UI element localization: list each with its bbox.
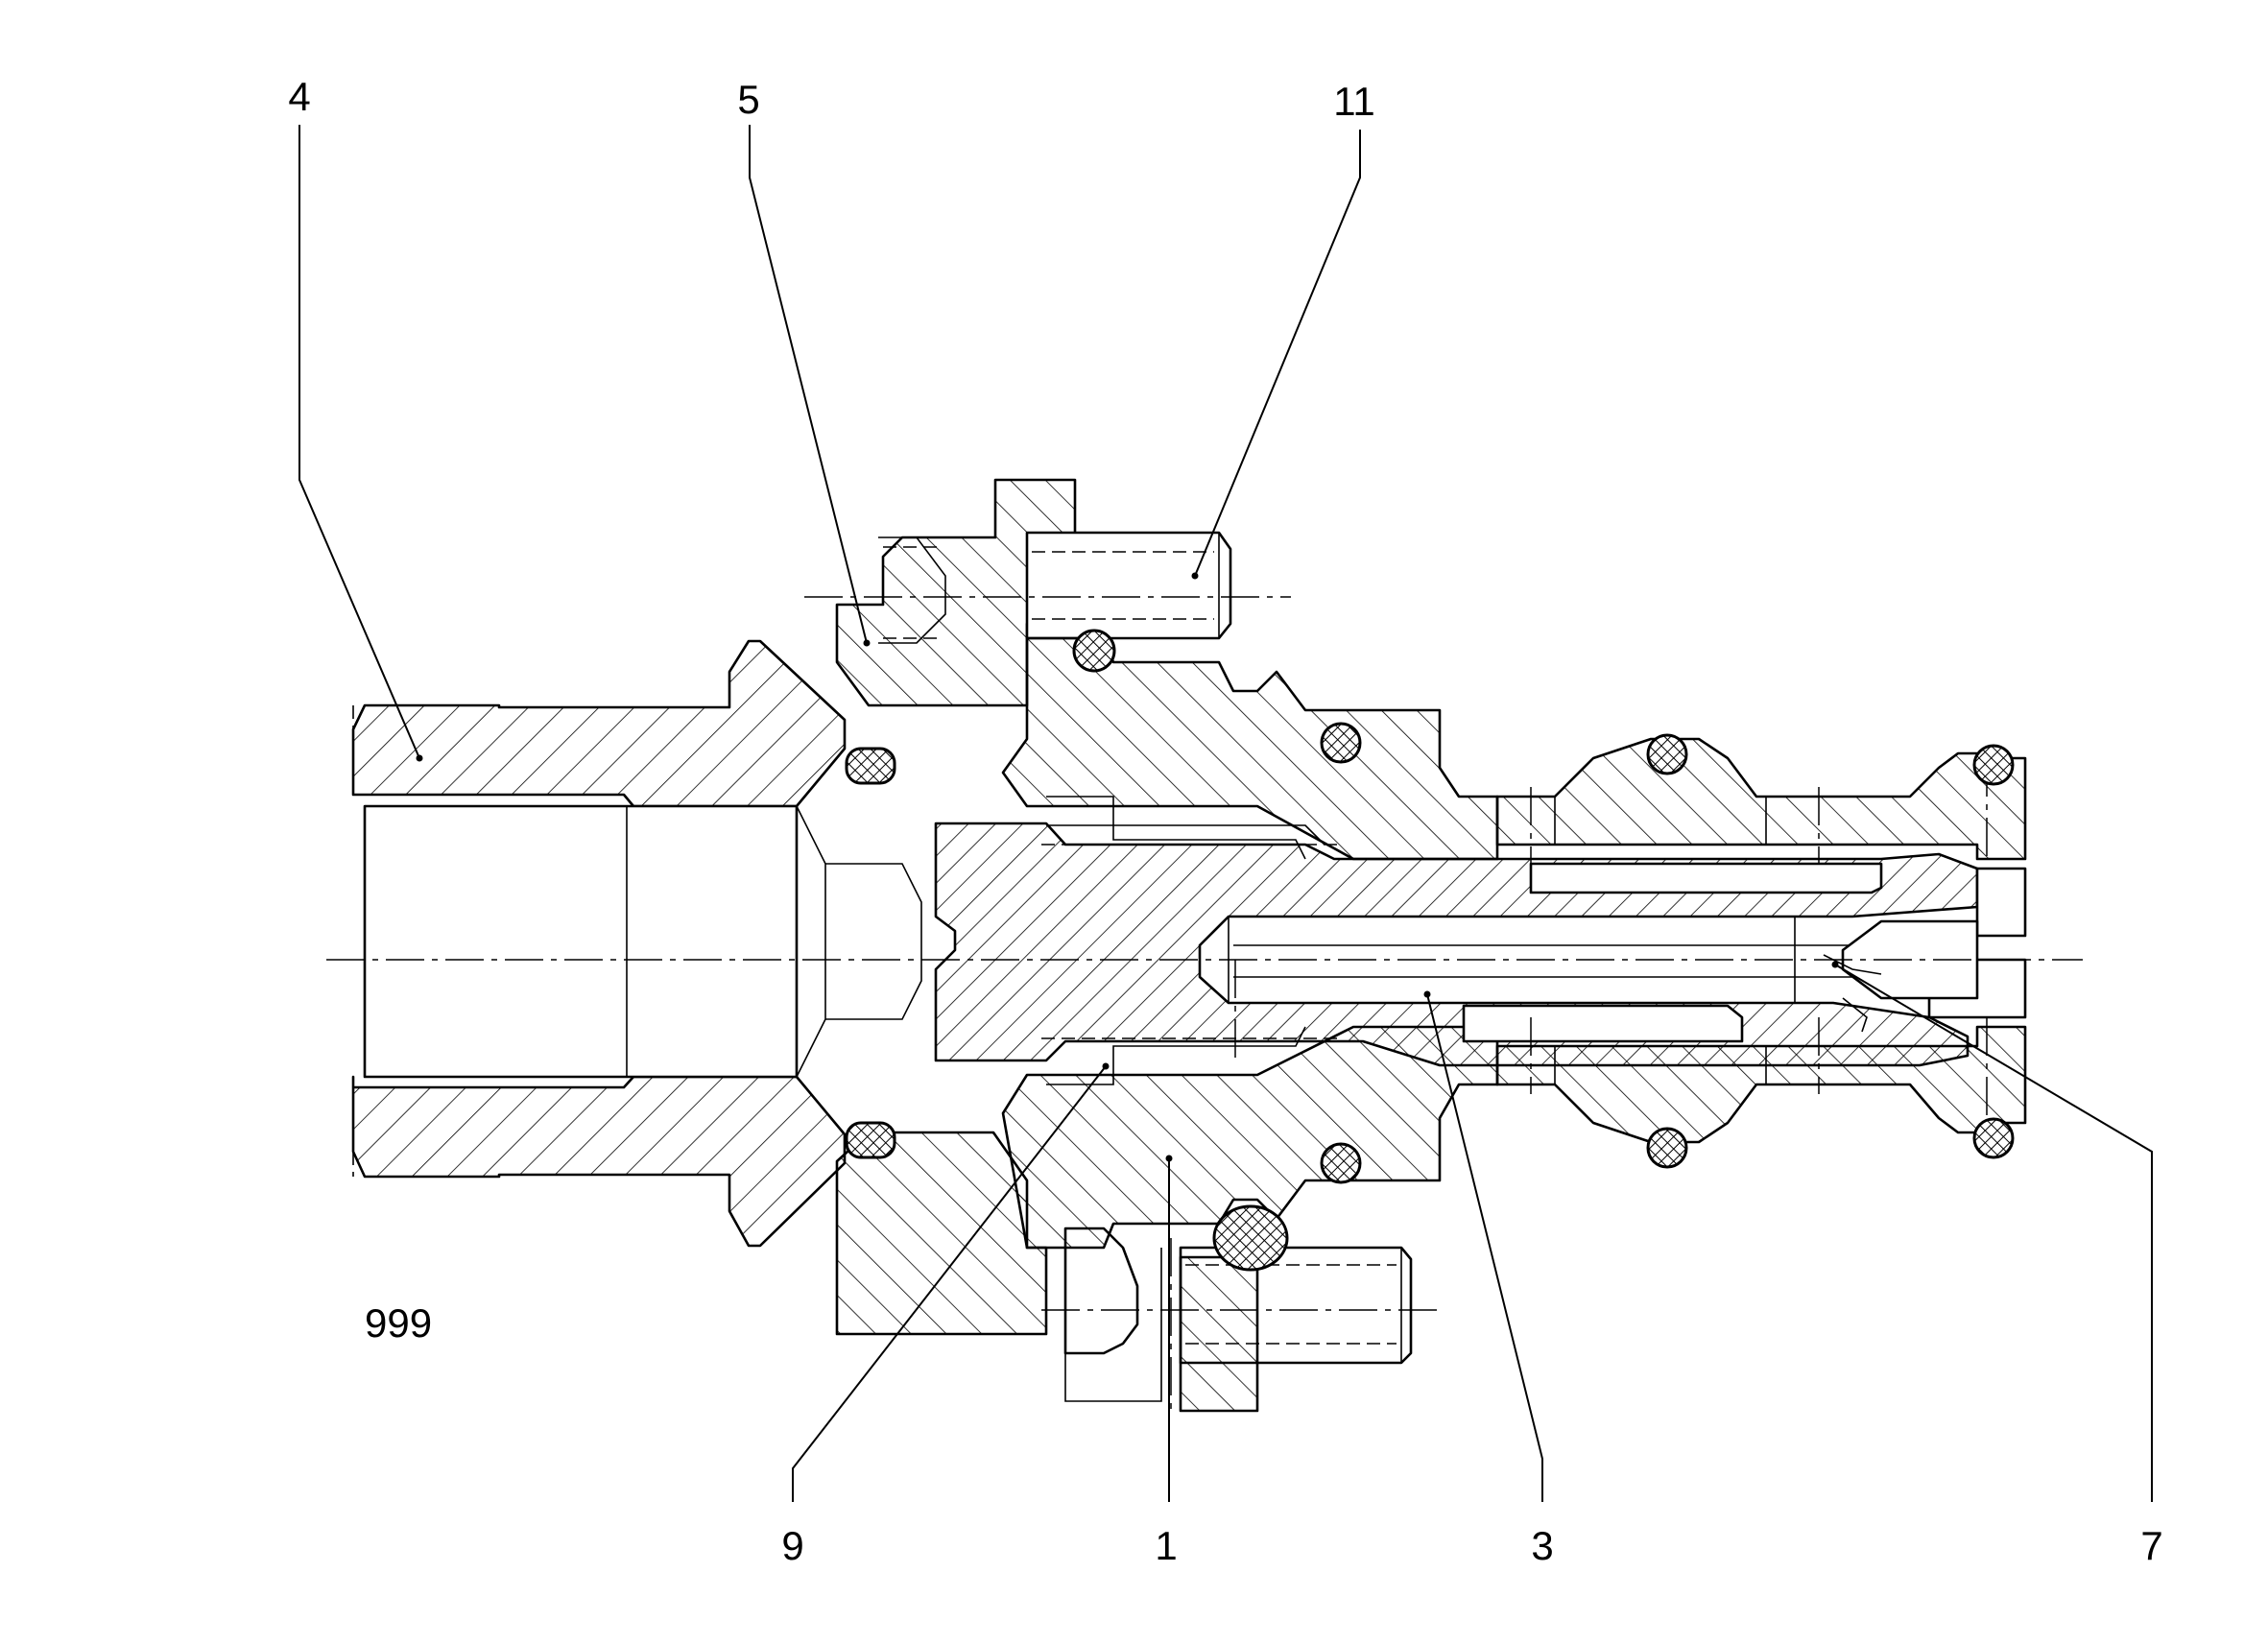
leader-line-4 <box>298 125 420 759</box>
leader-dot-1 <box>1165 1155 1173 1162</box>
o-ring <box>1212 1204 1289 1272</box>
o-ring <box>1646 1127 1688 1169</box>
leader-line-7 <box>1834 964 2153 1502</box>
o-ring <box>1320 1142 1362 1184</box>
o-rings <box>845 629 2015 1272</box>
leader-line-9 <box>792 1065 1107 1502</box>
o-ring <box>1972 1117 2015 1159</box>
clamp-ring-part-5 <box>835 478 1162 1402</box>
leader-lines <box>298 125 2153 1502</box>
fitting-body-part-4 <box>351 639 922 1248</box>
housing-part-1 <box>1001 636 1499 1250</box>
o-ring <box>1646 733 1688 775</box>
balloon-label-11: 11 <box>1333 79 1375 124</box>
leader-line-3 <box>1426 993 1543 1502</box>
leader-dot-4 <box>416 754 423 762</box>
leader-dot-9 <box>1102 1062 1110 1070</box>
leader-dot-3 <box>1423 990 1431 998</box>
leader-dot-5 <box>863 639 871 647</box>
o-ring <box>1072 629 1116 673</box>
valve-core-part-3 <box>934 822 1979 1067</box>
leader-dot-11 <box>1191 572 1199 580</box>
leader-line-11 <box>1194 130 1361 577</box>
o-ring <box>845 1121 896 1159</box>
balloon-label-7: 7 <box>2140 1523 2162 1568</box>
balloon-label-9: 9 <box>781 1523 803 1568</box>
balloon-label-3: 3 <box>1531 1523 1553 1568</box>
balloon-label-5: 5 <box>737 77 759 122</box>
o-ring <box>845 747 896 785</box>
right-sleeve <box>1495 737 2027 1144</box>
leader-line-5 <box>749 125 868 644</box>
balloon-label-4: 4 <box>288 74 310 119</box>
o-ring <box>1972 744 2015 786</box>
bolt-part-11 <box>1025 531 1232 640</box>
leader-dot-7 <box>1831 961 1839 968</box>
lower-bolt <box>1179 1246 1413 1413</box>
o-ring <box>1320 722 1362 764</box>
drawing-id: 999 <box>365 1300 432 1346</box>
center-lines <box>326 596 2083 1416</box>
balloon-label-1: 1 <box>1155 1523 1177 1568</box>
balloon-labels: 4 5 11 9 1 3 7 999 <box>288 74 2162 1568</box>
